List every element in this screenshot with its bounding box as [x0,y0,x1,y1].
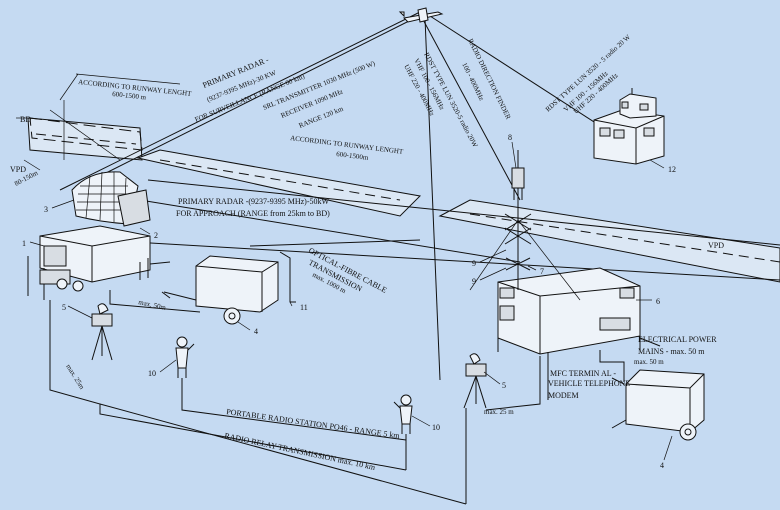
num-7: 7 [540,267,544,276]
num-6: 6 [656,297,660,306]
label-max50-right: max. 50 m [634,358,664,366]
control-tower [593,88,665,165]
label-primary-radar-2-l1: PRIMARY RADAR -(9237-9395 MHz)-50kW [178,197,329,206]
leader-lines [29,141,673,461]
label-bd: BD [20,115,31,124]
num-1: 1 [22,239,26,248]
num-5-right: 5 [502,381,506,390]
label-vpd-left: VPD [10,165,26,174]
num-11: 11 [300,303,308,312]
num-9-upper: 9 [472,259,476,268]
control-shelter [497,267,641,355]
connection-lines [16,100,661,505]
num-10-right: 10 [432,423,440,432]
label-mfc-l1: MFC TERMIN AL - [550,369,616,378]
runway-right [438,199,780,283]
power-trailer-right [611,369,705,441]
label-according-mid-range: 600-1500m [336,150,370,162]
runway-left [27,117,143,161]
label-rdst-a-l1: RDST TYPE LUN 3520-5 radio 20W [422,51,479,149]
tripod-antenna-right [463,353,487,409]
tripod-antenna-left [91,303,113,361]
num-5-left: 5 [62,303,66,312]
label-max50-left: max. 50m [138,298,168,312]
num-2: 2 [154,231,158,240]
antenna-mast [469,150,581,301]
label-vpd-right: VPD [708,241,724,250]
label-radio-relay: RADIO RELAY TRANSMISSION max. 10 km [224,431,377,472]
label-max25-left: max. 25m [64,363,86,391]
person-radio-right [393,394,413,434]
power-trailer-left [161,255,279,325]
label-electrical-l2: MAINS - max. 50 m [638,347,705,356]
num-3: 3 [44,205,48,214]
num-10-left: 10 [148,369,156,378]
label-modem: MODEM [548,391,579,400]
num-4-left: 4 [254,327,258,336]
label-primary-radar-2-l2: FOR APPROACH (RANGE from 25km to BD) [176,209,330,218]
label-electrical-l1: ELECTRICAL POWER [638,335,717,344]
num-8: 8 [508,133,512,142]
person-radio-left [175,336,195,378]
num-12: 12 [668,165,676,174]
label-portable-radio: PORTABLE RADIO STATION PO46 - RANGE 5 km [226,407,401,440]
label-max25-right: max. 25 m [484,408,514,416]
num-9-lower: 9 [472,277,476,286]
aircraft-icon [398,7,444,23]
num-4-right: 4 [660,461,664,470]
label-according-top-range: 600-1500 m [112,90,147,102]
label-mfc-l2: VEHICLE TELEPHONE [548,379,630,388]
signal-lines [49,11,780,381]
primary-radar-unit [27,171,151,300]
